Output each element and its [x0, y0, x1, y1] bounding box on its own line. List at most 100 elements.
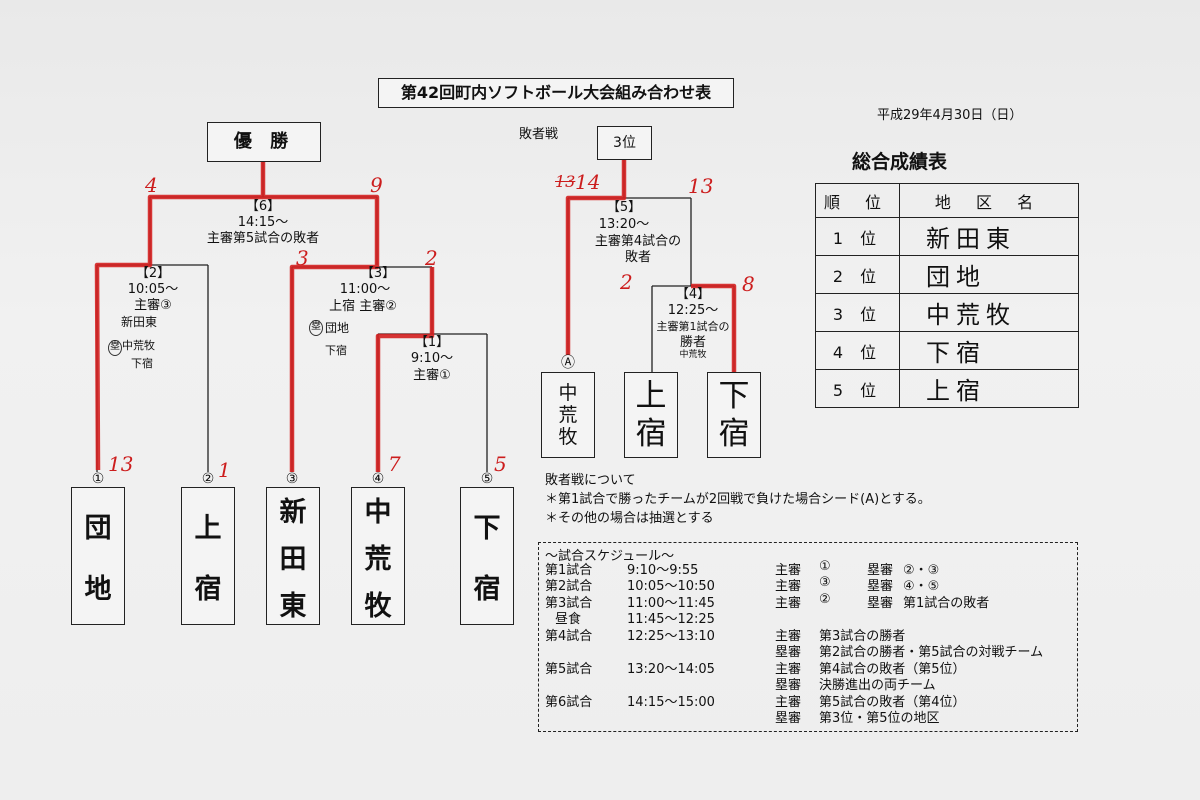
g4-team-2-char-1: 下	[718, 378, 750, 414]
g4-team-box-1: 上 宿	[624, 372, 678, 458]
date: 平成29年4月30日（日）	[877, 108, 1023, 123]
ranking-rank: 2 位	[815, 255, 900, 294]
schedule-role-2: 塁審	[867, 563, 894, 578]
game4-hand-note: 中荒牧	[679, 350, 707, 360]
schedule-umpire-2: 第1試合の敗者	[903, 596, 990, 611]
game4-umpire-1: 主審第1試合の	[656, 320, 730, 333]
ranking-row: 4 位 下宿	[815, 331, 1079, 370]
seed-a-box: 中 荒 牧	[541, 372, 595, 458]
team-box-5: 下 宿	[460, 487, 514, 625]
ranking-row: 5 位 上宿	[815, 369, 1079, 408]
loser-notes-item-1: ＊第1試合で勝ったチームが2回戦で負けた場合シード(A)とする。	[545, 492, 931, 507]
ranking-header-row: 順 位 地 区 名	[815, 183, 1079, 218]
team-4-char-3: 牧	[364, 590, 392, 622]
team-2-char-1: 上	[194, 513, 222, 544]
game2-time: 10:05～	[127, 282, 179, 297]
game6-time: 14:15～	[237, 215, 289, 230]
team-5-char-1: 下	[473, 513, 501, 544]
game3-note-mark: 塁	[309, 320, 323, 336]
score-team-4: 7	[388, 452, 401, 476]
schedule-role-2: 塁審	[867, 596, 894, 611]
schedule-role: 塁審	[775, 711, 802, 726]
schedule-time: 14:15～15:00	[627, 695, 715, 710]
team-2-char-2: 宿	[194, 574, 222, 605]
schedule-umpire: 第3試合の勝者	[819, 629, 906, 644]
schedule-heading: ～試合スケジュール～	[545, 549, 675, 564]
seed-a-char-3: 牧	[558, 426, 578, 448]
game2-note-2: 中荒牧	[122, 339, 155, 352]
champion-label: 優 勝	[233, 131, 295, 152]
game2-note-1: 新田東	[121, 315, 158, 329]
game2-note-3: 下宿	[131, 357, 153, 370]
score-g4-right: 8	[742, 272, 755, 296]
schedule-umpire-2: ④・⑤	[903, 579, 940, 594]
score-team-5: 5	[494, 452, 507, 476]
schedule-time: 11:45～12:25	[627, 612, 715, 627]
game2-label: 【2】	[135, 266, 171, 281]
game1-label: 【1】	[414, 335, 450, 350]
game3-umpire: 上宿 主審②	[329, 299, 397, 314]
game2-note-mark: 塁	[108, 340, 122, 356]
game4-time: 12:25～	[667, 303, 719, 318]
team-3-char-1: 新	[279, 496, 307, 528]
g4-team-1-char-1: 上	[635, 378, 667, 414]
seed-a-char-2: 荒	[558, 404, 578, 426]
ranking-rank: 5 位	[815, 369, 900, 408]
champion-box: 優 勝	[207, 122, 321, 162]
schedule-role: 主審	[775, 662, 802, 677]
score-team-1: 13	[108, 452, 134, 476]
ranking-rank: 3 位	[815, 293, 900, 332]
game4-umpire-2: 勝者	[679, 335, 707, 350]
schedule-role: 主審	[775, 695, 802, 710]
team-box-2: 上 宿	[181, 487, 235, 625]
schedule-umpire: 決勝進出の両チーム	[819, 678, 936, 693]
team-box-4: 中 荒 牧	[351, 487, 405, 625]
score-g3-left: 3	[296, 246, 309, 270]
team-box-1: 団 地	[71, 487, 125, 625]
game5-umpire-2: 敗者	[624, 250, 652, 265]
team-num-3: ③	[285, 471, 299, 487]
game5-time: 13:20～	[598, 217, 650, 232]
team-4-char-1: 中	[364, 496, 392, 528]
ranking-header-rank: 順 位	[815, 183, 900, 218]
schedule-umpire: ②	[819, 592, 831, 607]
team-1-char-2: 地	[84, 574, 112, 605]
ranking-row: 1 位 新田東	[815, 217, 1079, 256]
ranking-team: 中荒牧	[899, 293, 1079, 332]
schedule-time: 11:00～11:45	[627, 596, 715, 611]
game3-time: 11:00～	[339, 282, 391, 297]
title-box: 第42回町内ソフトボール大会組み合わせ表	[378, 78, 734, 108]
score-g5-left: 14	[575, 170, 601, 194]
schedule-role: 主審	[775, 629, 802, 644]
team-num-2: ②	[201, 471, 215, 487]
game5-umpire-1: 主審第4試合の	[594, 234, 682, 249]
ranking-table: 順 位 地 区 名 1 位 新田東 2 位 団地 3 位 中荒牧 4 位 下宿 …	[815, 183, 1079, 408]
schedule-time: 10:05～10:50	[627, 579, 715, 594]
game2-umpire: 主審③	[134, 298, 172, 313]
schedule-game: 第2試合	[545, 579, 593, 594]
team-box-3: 新 田 東	[266, 487, 320, 625]
score-g5-left-crossed: 13	[555, 172, 576, 191]
loser-notes-heading: 敗者戦について	[545, 473, 636, 488]
schedule-umpire: 第5試合の敗者（第4位）	[819, 695, 966, 710]
schedule-game: 昼食	[555, 612, 582, 627]
schedule-game: 第5試合	[545, 662, 593, 677]
schedule-role: 主審	[775, 563, 802, 578]
team-5-char-2: 宿	[473, 574, 501, 605]
schedule-game: 第4試合	[545, 629, 593, 644]
schedule-game: 第1試合	[545, 563, 593, 578]
schedule-umpire: 第3位・第5位の地区	[819, 711, 940, 726]
seed-a-label: Ⓐ	[561, 355, 575, 371]
team-4-char-2: 荒	[364, 543, 392, 575]
team-1-char-1: 団	[84, 513, 112, 544]
schedule-role: 主審	[775, 596, 802, 611]
schedule-game: 第3試合	[545, 596, 593, 611]
ranking-row: 2 位 団地	[815, 255, 1079, 294]
schedule-role: 主審	[775, 579, 802, 594]
third-place-label: 3位	[613, 135, 636, 151]
schedule-role-2: 塁審	[867, 579, 894, 594]
g4-team-box-2: 下 宿	[707, 372, 761, 458]
ranking-title: 総合成績表	[852, 151, 948, 173]
score-team-2: 1	[218, 458, 231, 482]
